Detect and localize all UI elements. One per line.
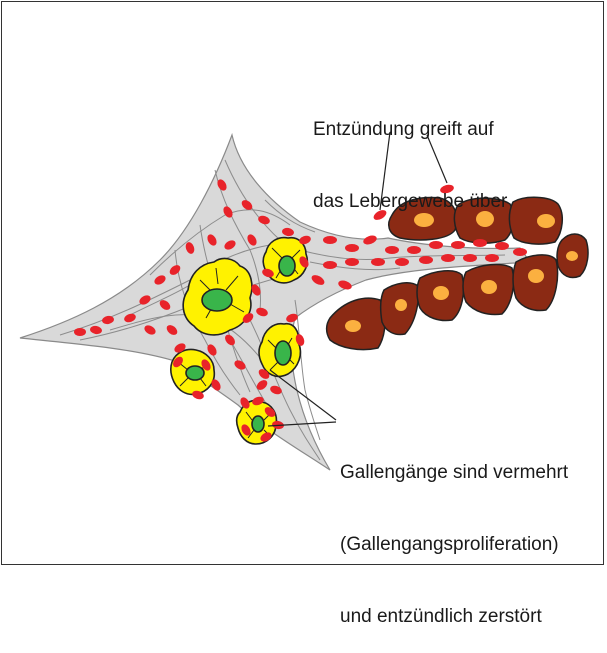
bile-duct-lumen xyxy=(275,341,291,365)
bile-duct-lumen xyxy=(279,256,295,276)
bile-duct-lumen xyxy=(202,289,232,311)
liver-nucleus xyxy=(566,251,578,261)
annotation-bile-duct-proliferation: Gallengänge sind vermehrt (Gallengangspr… xyxy=(340,413,568,653)
liver-nucleus xyxy=(345,320,361,332)
bile-duct-lumen xyxy=(186,366,204,380)
inflammatory-cell xyxy=(371,258,385,266)
inflammatory-cell xyxy=(463,254,477,262)
liver-nucleus xyxy=(395,299,407,311)
inflammatory-cell xyxy=(345,258,359,266)
inflammatory-cell xyxy=(395,258,409,266)
inflammatory-cell xyxy=(323,261,337,269)
inflammatory-cell xyxy=(441,254,455,262)
annotation-line: Gallengänge sind vermehrt xyxy=(340,461,568,485)
inflammatory-cell xyxy=(419,256,433,264)
inflammatory-cell xyxy=(429,241,443,249)
inflammatory-cell xyxy=(451,241,465,249)
annotation-line: (Gallengangsproliferation) xyxy=(340,533,568,557)
annotation-liver-inflammation: Entzündung greift auf das Lebergewebe üb… xyxy=(313,70,507,238)
inflammatory-cell xyxy=(345,244,359,252)
inflammatory-cell xyxy=(473,239,487,247)
inflammatory-cell xyxy=(495,242,509,250)
bile-duct xyxy=(171,350,215,395)
bile-duct-lumen xyxy=(252,416,264,432)
inflammatory-cell xyxy=(485,254,499,262)
annotation-line: Entzündung greift auf xyxy=(313,118,507,142)
inflammatory-cell xyxy=(385,246,399,254)
inflammatory-cell xyxy=(407,246,421,254)
annotation-line: das Lebergewebe über xyxy=(313,190,507,214)
liver-nucleus xyxy=(528,269,544,283)
liver-nucleus xyxy=(537,214,555,228)
annotation-line: und entzündlich zerstört xyxy=(340,605,568,629)
inflammatory-cell xyxy=(74,328,86,336)
liver-nucleus xyxy=(433,286,449,300)
inflammatory-cell xyxy=(513,248,527,256)
liver-nucleus xyxy=(481,280,497,294)
